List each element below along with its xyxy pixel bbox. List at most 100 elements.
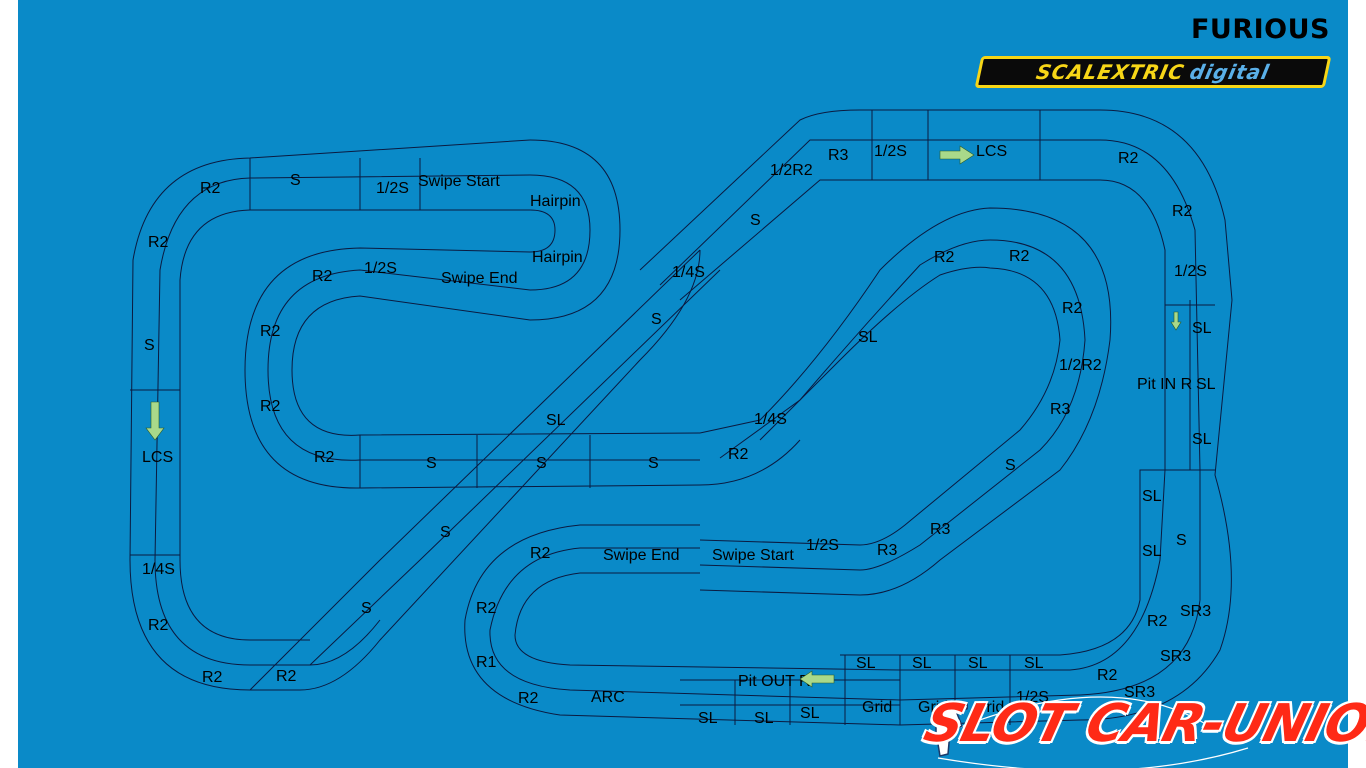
label-quarter-s-left: 1/4S — [142, 561, 175, 578]
label-pit-out: Pit OUT R — [738, 673, 811, 690]
direction-arrow-icon — [939, 145, 975, 165]
label-r2-inner-top-b: R2 — [1009, 248, 1030, 265]
track-lower-mid — [489, 547, 901, 701]
scalextric-digital-logo: SCALEXTRIC digital — [974, 56, 1332, 88]
track-lower-outer — [464, 524, 901, 726]
label-r2-mid-end: R2 — [728, 446, 749, 463]
label-sl-right-3: SL — [1192, 431, 1212, 448]
label-sl-pit-4: SL — [1024, 655, 1044, 672]
label-r2-bottom-left-b: R2 — [276, 668, 297, 685]
track-inner-right-outer — [699, 207, 1112, 596]
track-diag-outer — [249, 249, 701, 691]
track-pit-lane — [840, 300, 1191, 656]
label-r2-inner-bottom: R2 — [314, 449, 335, 466]
label-sl-bottom-1: SL — [698, 710, 718, 727]
label-r2-inner-left-a: R2 — [260, 323, 281, 340]
track-right-pit-mid — [899, 470, 1201, 701]
label-hairpin-top: Hairpin — [530, 193, 581, 210]
label-r2-lower-left-b: R2 — [476, 600, 497, 617]
label-r2-inner-upper: R2 — [312, 268, 333, 285]
label-swipe-end-inner: Swipe End — [441, 270, 518, 287]
label-grid-3: Grid — [974, 699, 1004, 716]
track-inner-loop-outer — [244, 247, 801, 489]
direction-arrows — [145, 145, 1182, 688]
label-r3-lower-a: R3 — [930, 521, 951, 538]
track-inner-loop-mid — [267, 269, 700, 461]
label-r2-left-lower: R2 — [148, 617, 169, 634]
track-hairpin-inner — [529, 209, 556, 253]
label-s-diag-low: S — [361, 600, 372, 617]
label-quarter-s-diag: 1/4S — [672, 264, 705, 281]
label-sl-pit-1: SL — [856, 655, 876, 672]
label-s-diag-mid: S — [440, 524, 451, 541]
label-r2-bottom-right: R2 — [1097, 667, 1118, 684]
track-top-mid — [659, 139, 1201, 471]
label-sr3-1: SR3 — [1180, 603, 1211, 620]
piece-dividers — [130, 110, 1215, 725]
label-swipe-end-lower: Swipe End — [603, 547, 680, 564]
label-r3-inner: R3 — [1050, 401, 1071, 418]
track-inner-right-mid — [699, 239, 1086, 571]
logo-sub-text: digital — [1187, 60, 1272, 84]
track-right-pit-inner — [900, 469, 1166, 671]
label-r2-bottom: R2 — [518, 690, 539, 707]
label-sl-right-lower-1: SL — [1142, 488, 1162, 505]
label-half-s-top: 1/2S — [874, 143, 907, 160]
track-diag-inner — [309, 269, 721, 666]
label-lcs-left: LCS — [142, 449, 173, 466]
logo-main-text: SCALEXTRIC — [1034, 60, 1187, 84]
label-swipe-start-lower: Swipe Start — [712, 547, 794, 564]
logo-text: SLOT CAR-UNION — [918, 694, 1366, 754]
label-sl-inner-diag: SL — [858, 329, 878, 346]
track-left-outer — [129, 139, 701, 691]
label-quarter-s-inner: 1/4S — [754, 411, 787, 428]
label-s-mid-2: S — [536, 455, 547, 472]
label-sl-bottom-2: SL — [754, 710, 774, 727]
track-left-inner — [179, 209, 530, 641]
direction-arrow-icon — [1170, 311, 1182, 331]
label-half-r2-inner: 1/2R2 — [1059, 357, 1102, 374]
direction-arrow-icon — [799, 670, 835, 688]
label-s-mid-1: S — [426, 455, 437, 472]
label-r3-lower-b: R3 — [877, 542, 898, 559]
label-r2-top-right: R2 — [1118, 150, 1139, 167]
label-half-s-right: 1/2S — [1174, 263, 1207, 280]
label-s-diag-top: S — [750, 212, 761, 229]
track-inner-loop-inner — [291, 295, 701, 436]
label-sl-bottom-3: SL — [800, 705, 820, 722]
label-swipe-start-top: Swipe Start — [418, 173, 500, 190]
direction-arrow-icon — [145, 401, 165, 441]
label-lcs-top: LCS — [976, 143, 1007, 160]
label-sl-right-lower-2: SL — [1142, 543, 1162, 560]
track-pieces — [129, 109, 1233, 726]
label-r2-inner-top-a: R2 — [934, 249, 955, 266]
label-half-s-inner: 1/2S — [364, 260, 397, 277]
label-half-s-top-left: 1/2S — [376, 180, 409, 197]
label-half-s-bottom: 1/2S — [1016, 689, 1049, 706]
label-pit-in: Pit IN R — [1137, 376, 1192, 393]
label-r2-bottom-left-a: R2 — [202, 669, 223, 686]
label-hairpin-bottom: Hairpin — [532, 249, 583, 266]
label-s-left-side: S — [144, 337, 155, 354]
label-s-mid-3: S — [648, 455, 659, 472]
label-sl-diag: SL — [546, 412, 566, 429]
label-s-diag-up: S — [651, 311, 662, 328]
logo-swoosh — [935, 696, 1249, 768]
track-hairpin-mid — [529, 174, 591, 291]
label-sr3-3: SR3 — [1124, 684, 1155, 701]
label-r2-inner-right: R2 — [1062, 300, 1083, 317]
label-s-right-lower: S — [1176, 532, 1187, 549]
controller-hand-icon — [935, 702, 968, 757]
track-top-inner — [679, 179, 1166, 470]
track-lower-inner — [514, 572, 901, 671]
label-arc-bottom: ARC — [591, 689, 625, 706]
label-sl-pit-3: SL — [968, 655, 988, 672]
label-r2-inner-left-b: R2 — [260, 398, 281, 415]
label-sl-right-2: SL — [1196, 376, 1216, 393]
label-r2-right-lower: R2 — [1147, 613, 1168, 630]
label-r1-lower: R1 — [476, 654, 497, 671]
label-sl-pit-2: SL — [912, 655, 932, 672]
track-labels: R2 S 1/2S Swipe Start Hairpin R2 R2 1/2S… — [142, 143, 1216, 727]
label-sl-right-1: SL — [1192, 320, 1212, 337]
